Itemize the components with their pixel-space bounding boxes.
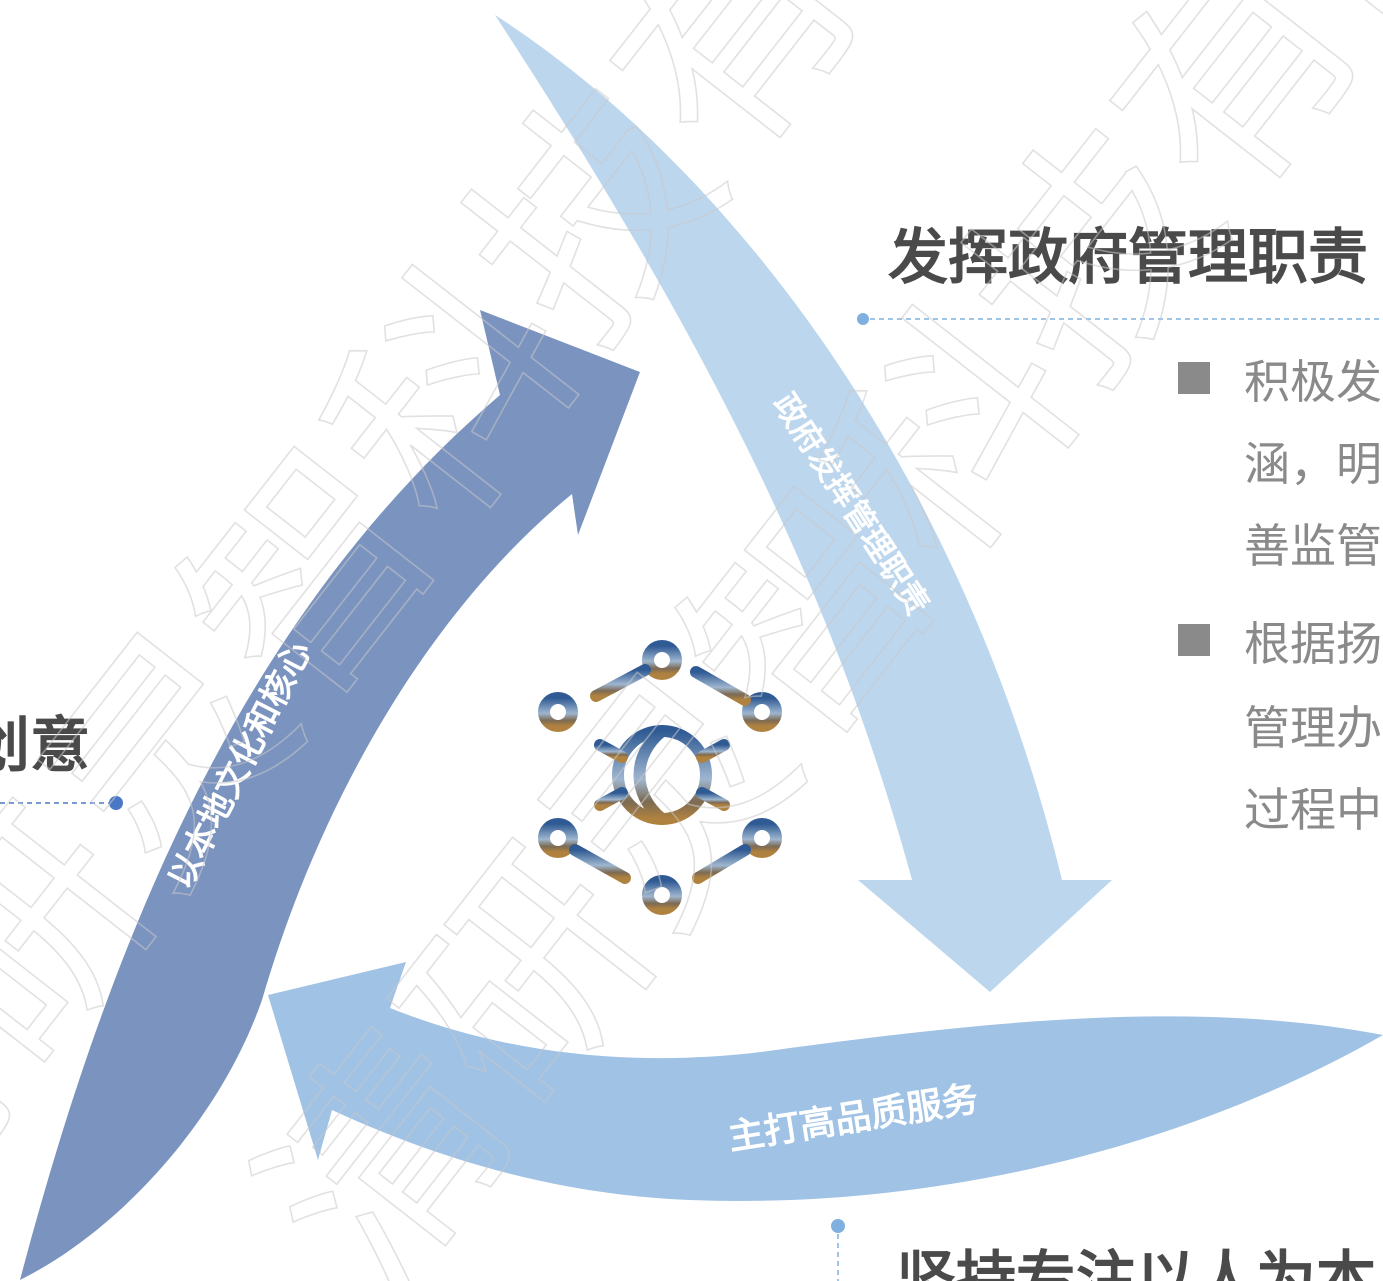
left-leader-line xyxy=(0,796,123,810)
globe-network-icon xyxy=(538,640,782,915)
right-leader-line xyxy=(857,313,1383,325)
bullet-1-line-3: 善监管 xyxy=(1244,519,1382,573)
right-bullet-1: 积极发 涵，明 善监管 xyxy=(1178,355,1382,573)
bullet-1-line-2: 涵，明 xyxy=(1244,437,1382,491)
left-heading-fragment: 创意 xyxy=(0,711,90,781)
arrow-bottom xyxy=(268,962,1383,1201)
arrow-top-right xyxy=(495,15,1112,992)
bullet-square xyxy=(1178,624,1210,656)
bullet-square xyxy=(1178,362,1210,394)
bullet-1-line-1: 积极发 xyxy=(1244,355,1382,409)
bullet-2-line-3: 过程中 xyxy=(1244,783,1382,837)
bottom-leader-line xyxy=(831,1219,845,1281)
right-heading: 发挥政府管理职责 xyxy=(888,223,1368,293)
bottom-heading-fragment: 坚持专注以人为本 xyxy=(896,1245,1376,1281)
right-bullet-2: 根据扬 管理办 过程中 xyxy=(1178,617,1382,837)
arrow-left xyxy=(20,310,640,1280)
bullet-2-line-2: 管理办 xyxy=(1244,701,1382,755)
bullet-2-line-1: 根据扬 xyxy=(1244,617,1382,671)
